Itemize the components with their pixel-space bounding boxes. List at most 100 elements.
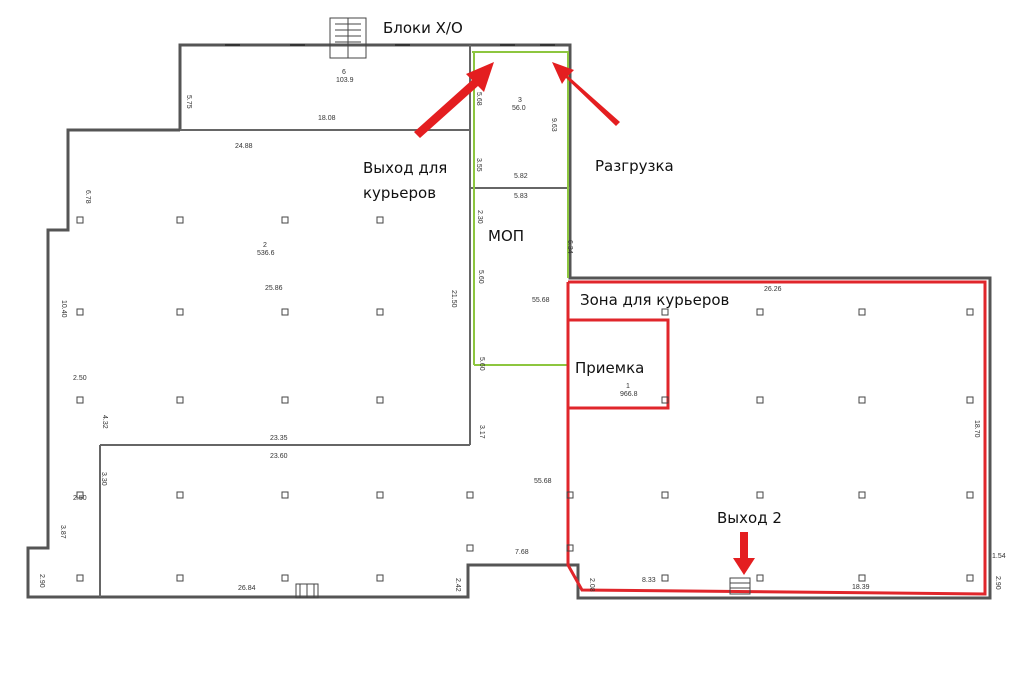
- column-marker: [858, 396, 866, 404]
- dimension-label: 5.83: [514, 193, 528, 200]
- column-marker: [661, 396, 669, 404]
- column-grid: [76, 216, 974, 582]
- dimension-label: 6.78: [84, 190, 91, 204]
- column-marker: [966, 396, 974, 404]
- column-marker: [966, 574, 974, 582]
- room-number: 1: [626, 383, 630, 390]
- dimension-label: 21.50: [450, 290, 457, 308]
- dimension-label: 5.60: [477, 270, 484, 284]
- column-marker: [76, 308, 84, 316]
- room-area: 56.0: [512, 105, 526, 112]
- label-courier-zone: Зона для курьеров: [580, 291, 730, 309]
- column-marker: [661, 308, 669, 316]
- label-courier-exit-line2: курьеров: [363, 184, 437, 202]
- room-area: 536.6: [257, 250, 275, 257]
- column-marker: [661, 574, 669, 582]
- column-marker: [176, 491, 184, 499]
- dimension-label: 18.08: [318, 115, 336, 122]
- dimension-label: 26.26: [764, 286, 782, 293]
- stairs-bottom-right: [729, 577, 751, 595]
- room-area: 966.8: [620, 391, 638, 398]
- column-marker: [76, 396, 84, 404]
- dimension-label: 23.60: [270, 453, 288, 460]
- column-marker: [76, 216, 84, 224]
- label-courier-exit-line1: Выход для: [363, 159, 448, 177]
- label-bloki: Блоки Х/О: [383, 19, 463, 37]
- dimension-label: 2.42: [454, 578, 461, 592]
- dimension-label: 2.90: [38, 574, 45, 588]
- arrow-courier-exit: [414, 62, 494, 138]
- room-number: 6: [342, 69, 346, 76]
- column-marker: [176, 396, 184, 404]
- column-marker: [281, 574, 289, 582]
- column-marker: [176, 216, 184, 224]
- dimension-label: 24.88: [235, 143, 253, 150]
- column-marker: [76, 491, 84, 499]
- column-marker: [376, 574, 384, 582]
- column-marker: [566, 544, 574, 552]
- label-exit-2: Выход 2: [717, 509, 782, 527]
- dimension-label: 3.30: [100, 472, 107, 486]
- dimension-label: 5.68: [475, 92, 482, 106]
- dimension-label: 5.60: [478, 357, 485, 371]
- column-marker: [858, 308, 866, 316]
- room-number: 2: [263, 242, 267, 249]
- dimension-label: 1.54: [992, 553, 1006, 560]
- arrow-unloading: [552, 62, 620, 126]
- label-mop: МОП: [488, 227, 525, 245]
- column-marker: [466, 491, 474, 499]
- column-marker: [376, 216, 384, 224]
- inner-walls: [99, 45, 570, 597]
- label-reception: Приемка: [575, 359, 645, 377]
- column-marker: [661, 491, 669, 499]
- dimension-labels: 5.7518.0824.886.7810.402.504.323.302.503…: [38, 92, 1006, 592]
- column-marker: [281, 308, 289, 316]
- dimension-label: 2.90: [994, 576, 1001, 590]
- dimension-label: 55.68: [534, 478, 552, 485]
- dimension-label: 55.68: [532, 297, 550, 304]
- column-marker: [376, 396, 384, 404]
- column-marker: [376, 491, 384, 499]
- outer-walls: [26, 43, 992, 600]
- dimension-label: 23.35: [270, 435, 288, 442]
- stairs-top: [329, 17, 367, 59]
- dimension-label: 9.63: [550, 118, 557, 132]
- dimension-label: 25.86: [265, 285, 283, 292]
- column-marker: [281, 216, 289, 224]
- dimension-label: 3.55: [475, 158, 482, 172]
- column-marker: [281, 396, 289, 404]
- label-unloading: Разгрузка: [595, 157, 674, 175]
- column-marker: [756, 491, 764, 499]
- dimension-label: 3.17: [478, 425, 485, 439]
- dimension-label: 7.68: [515, 549, 529, 556]
- room-number: 3: [518, 97, 522, 104]
- dimension-label: 18.39: [852, 584, 870, 591]
- column-marker: [176, 308, 184, 316]
- stairs-bottom-left: [295, 583, 319, 599]
- dimension-label: 10.40: [60, 300, 67, 318]
- column-marker: [756, 308, 764, 316]
- dimension-label: 18.70: [973, 420, 980, 438]
- column-marker: [176, 574, 184, 582]
- column-marker: [858, 574, 866, 582]
- column-marker: [566, 491, 574, 499]
- column-marker: [281, 491, 289, 499]
- red-outline: [566, 280, 987, 596]
- column-marker: [966, 491, 974, 499]
- dimension-label: 8.33: [642, 577, 656, 584]
- dimension-label: 2.50: [73, 495, 87, 502]
- room-area: 103.9: [336, 77, 354, 84]
- column-marker: [858, 491, 866, 499]
- column-marker: [466, 544, 474, 552]
- dimension-label: 5.75: [185, 95, 192, 109]
- column-marker: [756, 574, 764, 582]
- dimension-label: 3.87: [59, 525, 66, 539]
- column-marker: [376, 308, 384, 316]
- green-outline: [472, 51, 569, 366]
- dimension-label: 2.50: [73, 375, 87, 382]
- arrow-exit-2: [733, 532, 755, 575]
- column-marker: [756, 396, 764, 404]
